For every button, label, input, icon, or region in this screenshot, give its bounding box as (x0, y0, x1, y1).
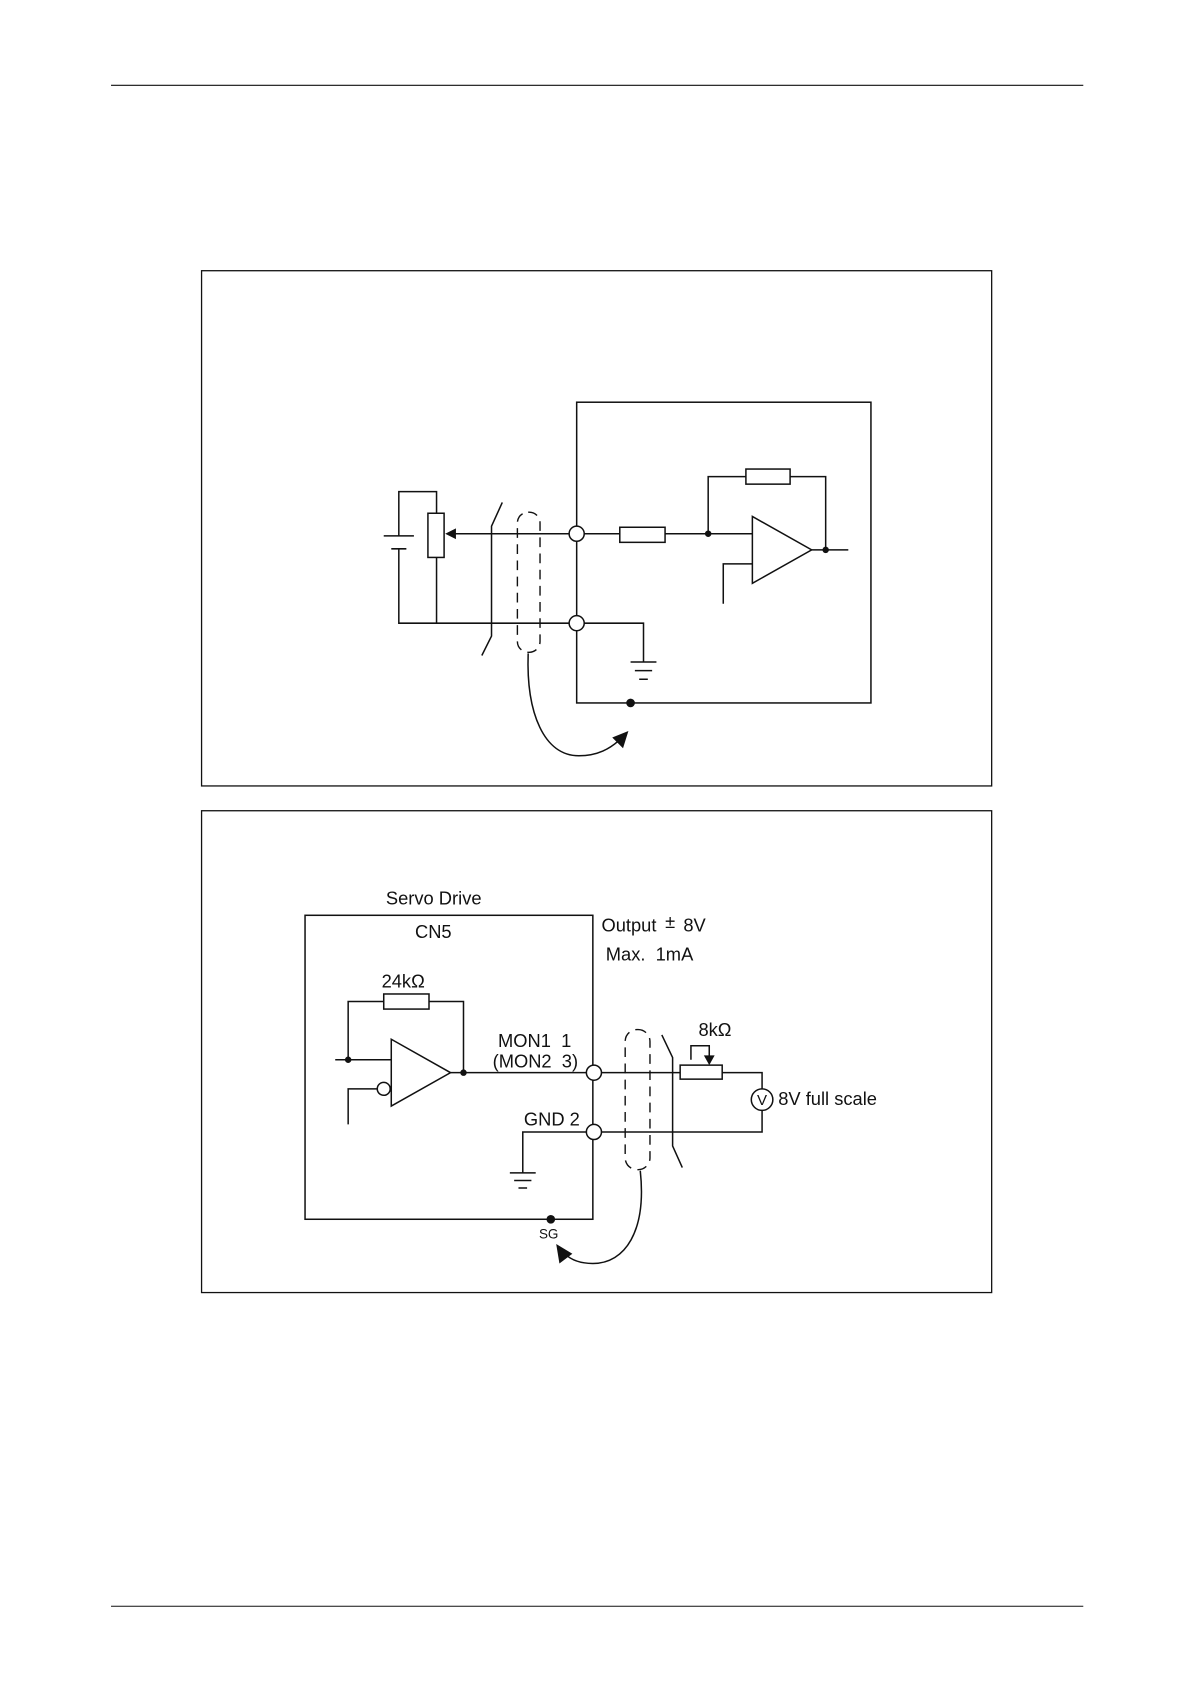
connector-label: CN5 (415, 921, 452, 942)
chassis-ground-dot (626, 699, 635, 708)
output-value: 8V (683, 914, 706, 935)
ground-icon (584, 623, 656, 679)
mon-terminal (586, 1065, 601, 1080)
analog-monitor-diagram: Servo Drive CN5 Output ± 8V Max. 1mA 24k… (202, 811, 992, 1293)
input-resistor-icon (620, 527, 665, 542)
feedback-resistor-icon (746, 469, 790, 484)
ground-icon (510, 1132, 587, 1188)
shield-arrow-icon (612, 731, 628, 748)
diagram-frame-top (202, 271, 992, 786)
ground-terminal (569, 616, 584, 631)
cable-break-icon (662, 1035, 682, 1168)
shield-connection (565, 1171, 642, 1264)
servo-drive-label: Servo Drive (386, 888, 482, 909)
diagram-frame-bottom (202, 811, 992, 1293)
output-label: Output (601, 914, 656, 935)
meter-label: 8V full scale (778, 1088, 877, 1109)
shield-arrow-icon (556, 1244, 572, 1263)
gnd-label: GND 2 (524, 1108, 580, 1129)
feedback-resistor-icon (384, 994, 429, 1009)
gnd-terminal (586, 1124, 601, 1139)
wiper-arrow-icon (445, 528, 456, 539)
battery-icon (384, 536, 414, 549)
cable-shield-icon (625, 1030, 650, 1170)
cable-break-icon (482, 502, 502, 655)
output-sign: ± (665, 911, 675, 932)
shield-connection (528, 653, 619, 755)
input-amplifier (584, 469, 848, 604)
mon2-label: (MON2 3) (493, 1050, 578, 1071)
inverting-input-bubble-icon (377, 1082, 390, 1095)
sg-dot (546, 1215, 555, 1224)
potentiometer-icon (428, 513, 444, 557)
voltmeter-symbol: V (757, 1092, 767, 1109)
external-meter-circuit: V (601, 1046, 772, 1132)
mon1-label: MON1 1 (498, 1030, 571, 1051)
sg-label: SG (539, 1227, 558, 1242)
potentiometer-icon (680, 1065, 722, 1079)
wiper-arrow-icon (704, 1055, 715, 1065)
max-current-label: Max. 1mA (606, 944, 694, 965)
analog-input-diagram (202, 271, 992, 786)
pot-value-label: 8kΩ (698, 1019, 731, 1040)
input-terminal (569, 526, 584, 541)
op-amp-icon (391, 1039, 450, 1106)
external-source (384, 492, 569, 624)
feedback-resistor-label: 24kΩ (382, 971, 425, 992)
op-amp-icon (752, 516, 811, 583)
